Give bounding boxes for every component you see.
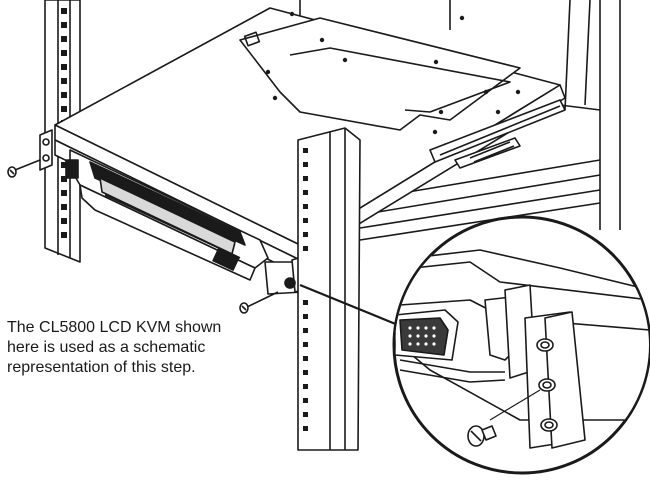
left-bracket bbox=[39, 129, 53, 171]
right-rack-post bbox=[297, 127, 361, 451]
caption-line-3: representation of this step. bbox=[7, 359, 196, 376]
diagram-caption: The CL5800 LCD KVM shown here is used as… bbox=[7, 318, 307, 378]
slide-rail bbox=[429, 99, 566, 169]
detail-screw-icon bbox=[467, 425, 497, 447]
caption-line-2: here is used as a schematic bbox=[7, 339, 206, 356]
detail-leader-line bbox=[299, 283, 399, 327]
detail-magnifier bbox=[392, 215, 650, 475]
kvm-chassis bbox=[54, 7, 566, 261]
right-screw-icon bbox=[239, 291, 279, 314]
rear-rack-frame bbox=[299, 0, 621, 241]
kvm-front-bezel bbox=[54, 139, 301, 281]
caption-line-1: The CL5800 LCD KVM shown bbox=[7, 319, 222, 336]
left-screw-icon bbox=[7, 159, 41, 178]
